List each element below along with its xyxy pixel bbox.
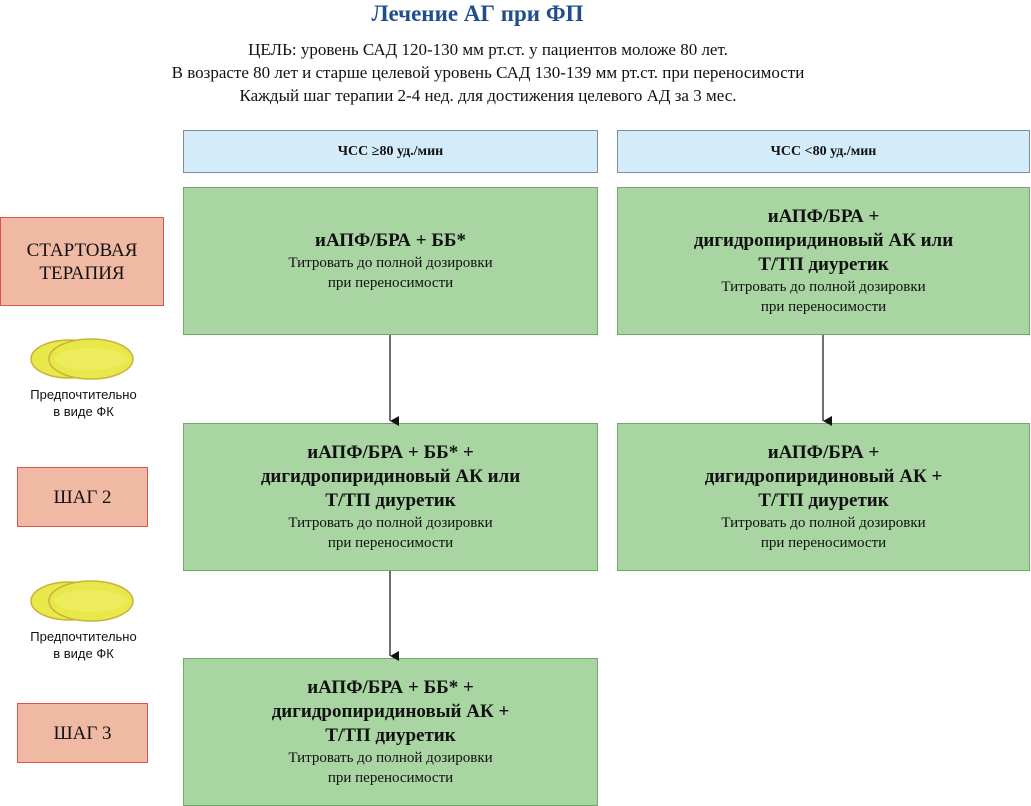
therapy-regimen: иАПФ/БРА + ББ* xyxy=(315,230,466,251)
page-title: Лечение АГ при ФП xyxy=(371,1,584,26)
therapy-note: при переносимости xyxy=(760,299,887,315)
header-hr-high: ЧСС ≥80 уд./мин xyxy=(183,130,598,173)
therapy-regimen: Т/ТП диуретик xyxy=(325,490,456,511)
step-label-start: СТАРТОВАЯ ТЕРАПИЯ xyxy=(0,217,164,306)
therapy-regimen: иАПФ/БРА + xyxy=(767,206,880,227)
therapy-box-left-start: иАПФ/БРА + ББ* Титровать до полной дозир… xyxy=(183,187,598,335)
therapy-box-right-start: иАПФ/БРА + дигидропиридиновый АК или Т/Т… xyxy=(617,187,1030,335)
goal-line: Каждый шаг терапии 2-4 нед. для достижен… xyxy=(239,86,737,105)
therapy-note: Титровать до полной дозировки xyxy=(288,750,493,766)
pill-caption-line: Предпочтительно xyxy=(30,387,137,402)
therapy-box-left-step2: иАПФ/БРА + ББ* + дигидропиридиновый АК и… xyxy=(183,423,598,571)
therapy-regimen: Т/ТП диуретик xyxy=(758,490,889,511)
goal-line: В возрасте 80 лет и старше целевой урове… xyxy=(171,63,805,82)
therapy-regimen: Т/ТП диуретик xyxy=(325,725,456,746)
therapy-box-right-step2: иАПФ/БРА + дигидропиридиновый АК + Т/ТП … xyxy=(617,423,1030,571)
therapy-regimen: дигидропиридиновый АК + xyxy=(271,701,510,722)
therapy-regimen: дигидропиридиновый АК или xyxy=(260,466,521,487)
therapy-regimen: Т/ТП диуретик xyxy=(758,254,889,275)
goal-line: ЦЕЛЬ: уровень САД 120-130 мм рт.ст. у па… xyxy=(248,40,728,59)
yellow-pill-capsule-icon xyxy=(30,338,134,380)
therapy-regimen: иАПФ/БРА + xyxy=(767,442,880,463)
therapy-note: при переносимости xyxy=(327,275,454,291)
therapy-note: при переносимости xyxy=(760,535,887,551)
goal-text: ЦЕЛЬ: уровень САД 120-130 мм рт.ст. у па… xyxy=(0,38,976,107)
pill-group-2: Предпочтительно в виде ФК xyxy=(26,579,141,662)
step-label-2: ШАГ 2 xyxy=(17,467,148,527)
therapy-note: Титровать до полной дозировки xyxy=(721,515,926,531)
pill-group-1: Предпочтительно в виде ФК xyxy=(26,337,141,420)
pill-caption: Предпочтительно в виде ФК xyxy=(26,628,141,662)
pill-caption-line: в виде ФК xyxy=(53,646,114,661)
therapy-regimen: дигидропиридиновый АК или xyxy=(693,230,954,251)
therapy-regimen: иАПФ/БРА + ББ* + xyxy=(307,442,474,463)
yellow-pill-capsule-icon xyxy=(30,580,134,622)
pill-caption: Предпочтительно в виде ФК xyxy=(26,386,141,420)
therapy-note: при переносимости xyxy=(327,770,454,786)
therapy-note: Титровать до полной дозировки xyxy=(288,515,493,531)
pill-caption-line: Предпочтительно xyxy=(30,629,137,644)
therapy-regimen: дигидропиридиновый АК + xyxy=(704,466,943,487)
step-label-line: СТАРТОВАЯ xyxy=(26,239,138,261)
therapy-box-left-step3: иАПФ/БРА + ББ* + дигидропиридиновый АК +… xyxy=(183,658,598,806)
therapy-note: при переносимости xyxy=(327,535,454,551)
pill-caption-line: в виде ФК xyxy=(53,404,114,419)
therapy-note: Титровать до полной дозировки xyxy=(721,279,926,295)
therapy-note: Титровать до полной дозировки xyxy=(288,255,493,271)
step-label-3: ШАГ 3 xyxy=(17,703,148,763)
step-label-line: ТЕРАПИЯ xyxy=(39,262,125,284)
therapy-regimen: иАПФ/БРА + ББ* + xyxy=(307,677,474,698)
header-hr-low: ЧСС <80 уд./мин xyxy=(617,130,1030,173)
